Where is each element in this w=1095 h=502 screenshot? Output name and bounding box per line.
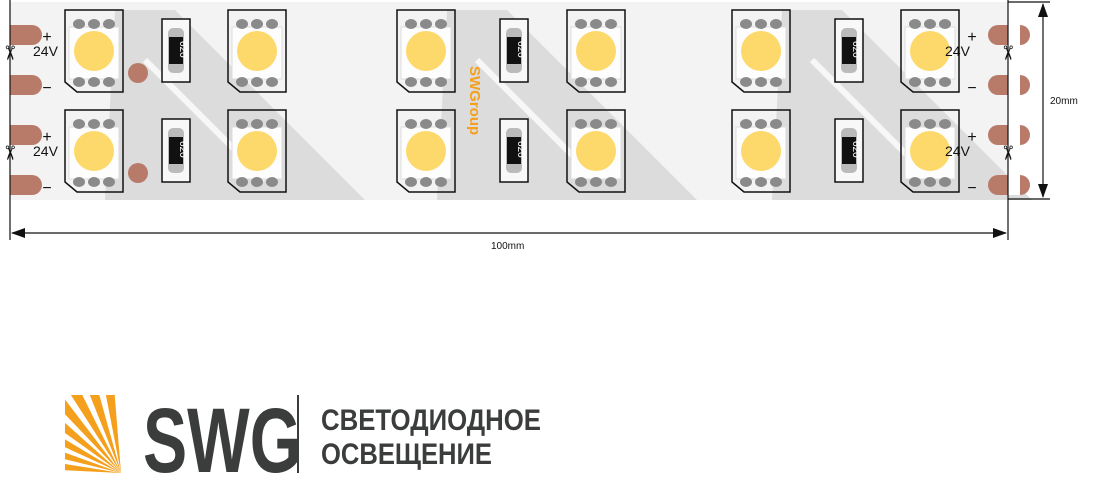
sun-ray — [65, 422, 121, 473]
smd-led — [227, 109, 287, 193]
voltage-label: 24V — [33, 43, 59, 59]
dimension-arrows — [11, 3, 1048, 238]
voltage-label: 24V — [945, 43, 971, 59]
sun-ray — [70, 395, 121, 473]
plus-label: + — [42, 129, 51, 146]
resistor-code: 620 — [515, 141, 526, 158]
minus-label: − — [967, 180, 976, 197]
smd-led — [566, 9, 626, 93]
smd-led — [227, 9, 287, 93]
led-light — [406, 131, 446, 171]
voltage-label: 24V — [33, 143, 59, 159]
smd-led — [396, 9, 456, 93]
resistor: 620 — [161, 18, 191, 83]
resistor: 620 — [161, 118, 191, 183]
smd-led — [731, 109, 791, 193]
minus-label: − — [42, 80, 51, 97]
logo-line1: СВЕТОДИОДНОЕ — [321, 404, 541, 437]
led-light — [74, 131, 114, 171]
minus-label: − — [967, 80, 976, 97]
sun-ray — [65, 452, 121, 473]
plus-label: + — [967, 29, 976, 46]
resistor-code: 620 — [177, 41, 188, 58]
led-light — [74, 31, 114, 71]
led-light — [237, 131, 277, 171]
led-light — [237, 31, 277, 71]
length-dimension-label: 100mm — [491, 241, 524, 252]
resistor: 620 — [499, 18, 529, 83]
smd-led — [396, 109, 456, 193]
swg-logo: SWG СВЕТОДИОДНОЕ ОСВЕЩЕНИЕ — [65, 388, 541, 492]
smd-led — [731, 9, 791, 93]
led-light — [576, 131, 616, 171]
smd-led — [900, 109, 960, 193]
smd-led — [64, 9, 124, 93]
led-light — [741, 131, 781, 171]
copper-dot — [128, 63, 148, 83]
resistor: 620 — [499, 118, 529, 183]
smd-led — [64, 109, 124, 193]
sun-ray — [65, 439, 121, 473]
sun-ray — [105, 395, 121, 473]
resistor-code: 620 — [850, 41, 861, 58]
minus-label: − — [42, 180, 51, 197]
resistor-code: 620 — [177, 141, 188, 158]
plus-label: + — [967, 129, 976, 146]
scissors-icon: ✂ — [996, 145, 1018, 162]
logo-line2: ОСВЕЩЕНИЕ — [321, 438, 492, 471]
logo-mark: SWG — [143, 388, 301, 491]
smd-led — [566, 109, 626, 193]
resistor: 620 — [834, 118, 864, 183]
smd-led — [900, 9, 960, 93]
led-light — [741, 31, 781, 71]
sun-ray — [65, 464, 121, 473]
sun-ray — [89, 395, 121, 473]
copper-dot — [128, 163, 148, 183]
led-light — [406, 31, 446, 71]
scissors-icon: ✂ — [996, 45, 1018, 62]
resistor-code: 620 — [515, 41, 526, 58]
brand-mark: SWGroup — [466, 66, 483, 135]
resistor-code: 620 — [850, 141, 861, 158]
led-light — [910, 31, 950, 71]
resistor: 620 — [834, 18, 864, 83]
sunburst-icon — [65, 395, 121, 473]
led-light — [576, 31, 616, 71]
dimension-lines — [9, 0, 1050, 240]
sun-ray — [65, 399, 121, 473]
width-dimension-label: 20mm — [1050, 96, 1078, 107]
led-light — [910, 131, 950, 171]
voltage-label: 24V — [945, 143, 971, 159]
plus-label: + — [42, 29, 51, 46]
